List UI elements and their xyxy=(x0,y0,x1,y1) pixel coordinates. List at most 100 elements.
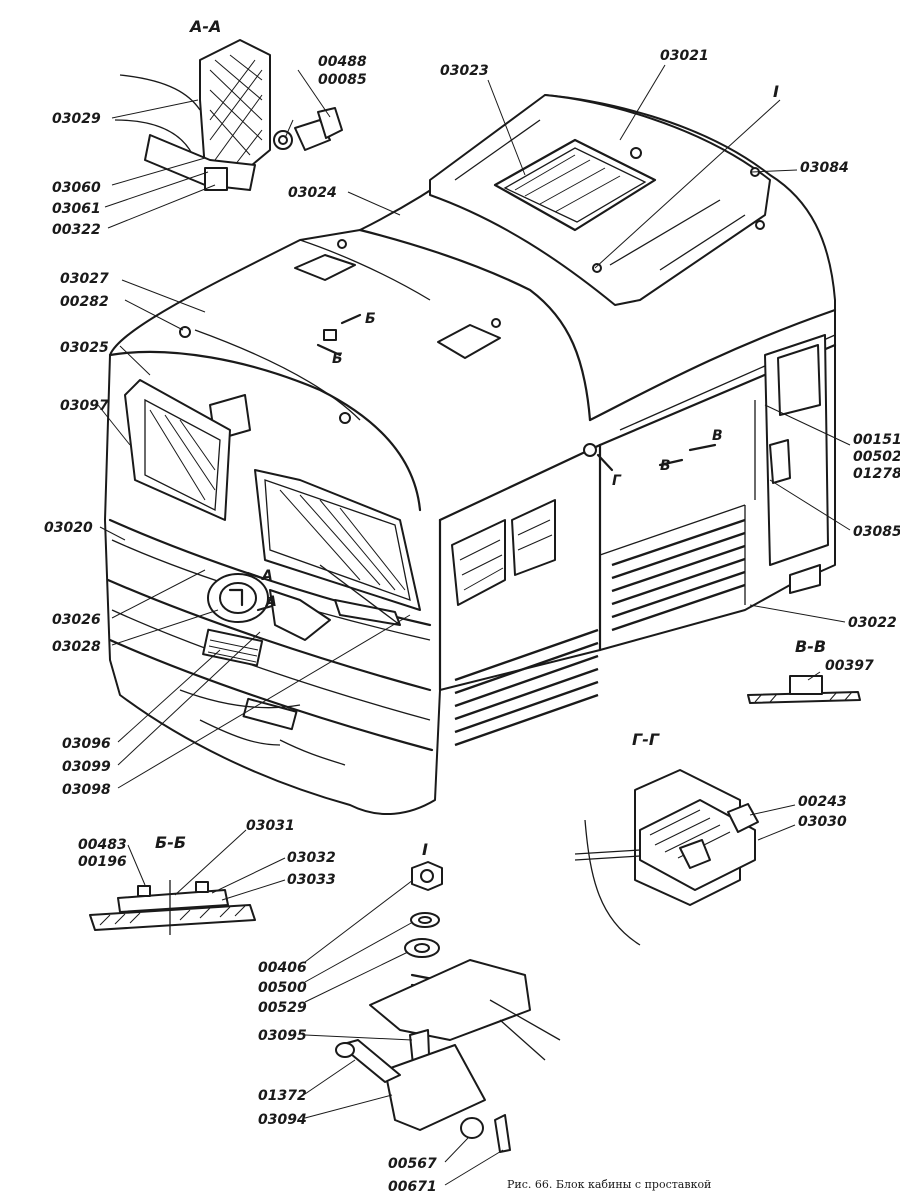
front-band-2 xyxy=(106,578,432,692)
detail-i-title: I xyxy=(422,840,428,859)
front-roof-lip xyxy=(108,350,422,512)
label-03032: 03032 xyxy=(287,850,336,866)
label-00671: 00671 xyxy=(388,1179,437,1195)
label-03028: 03028 xyxy=(52,639,101,655)
label-03097: 03097 xyxy=(60,398,109,414)
i-cotter-pin xyxy=(494,1114,511,1153)
side-front-edge xyxy=(438,443,602,522)
label-03085: 03085 xyxy=(853,524,900,540)
figure-caption: Рис. 66. Блок кабины с проставкой xyxy=(507,1178,711,1191)
aa-cut-line xyxy=(246,571,264,580)
front-band-sub-2 xyxy=(111,609,431,721)
roof-side-edge xyxy=(588,308,837,422)
section-bb-detail xyxy=(89,880,256,935)
detail-i xyxy=(335,861,561,1153)
bb-rivet-2 xyxy=(195,881,209,893)
front-handrail-2 xyxy=(199,719,281,746)
i-frame-edge xyxy=(489,999,561,1041)
roof-vent-1 xyxy=(294,254,356,281)
roof-vent-2 xyxy=(437,324,501,359)
headlight-mark xyxy=(228,588,244,607)
roof-seam xyxy=(299,239,431,301)
label-00483: 00483 xyxy=(78,837,127,853)
label-03099: 03099 xyxy=(62,759,111,775)
aa-bolt-shank xyxy=(294,119,331,151)
lower-grille xyxy=(242,697,298,731)
side-window-1 xyxy=(451,519,506,606)
hatch-bolt-3 xyxy=(592,263,602,273)
section-gg-detail xyxy=(574,769,759,946)
bb-rivet-1 xyxy=(137,885,151,897)
hatch-shading xyxy=(514,154,621,213)
label-03060: 03060 xyxy=(52,180,101,196)
hatch-rib-2 xyxy=(609,199,721,266)
roof-hatch xyxy=(429,94,771,306)
label-03026: 03026 xyxy=(52,612,101,628)
gg-bolt-head-2 xyxy=(679,839,711,869)
aa-glass-hatch xyxy=(209,54,263,166)
i-bracket xyxy=(384,1044,486,1131)
vv-cut-line-2 xyxy=(658,458,684,467)
vv-cut-line xyxy=(688,443,717,452)
label-00151: 00151 xyxy=(853,432,900,448)
gg-plate-line-2 xyxy=(574,849,641,855)
section-vv-title: В-В xyxy=(795,637,826,656)
i-washer-2-hole xyxy=(414,943,430,953)
side-louvres-lower xyxy=(454,628,599,747)
hatch-bolt-2 xyxy=(755,220,765,230)
gg-cut-line xyxy=(596,453,614,472)
label-03027: 03027 xyxy=(60,271,109,287)
label-03021: 03021 xyxy=(660,48,709,64)
bb-hatch xyxy=(99,905,246,926)
gg-plate-line xyxy=(574,855,641,861)
label-00085: 00085 xyxy=(318,72,367,88)
section-bb-title: Б-Б xyxy=(155,833,186,852)
marker-a2: А xyxy=(265,594,277,610)
bb-cover-strip xyxy=(117,889,229,913)
marker-b1: Б xyxy=(365,311,376,327)
aa-bolt-head xyxy=(317,107,343,139)
label-03024: 03024 xyxy=(288,185,337,201)
label-03023: 03023 xyxy=(440,63,489,79)
front-handrail-3 xyxy=(279,739,346,766)
side-window-2 xyxy=(511,499,556,576)
label-00397: 00397 xyxy=(825,658,874,674)
i-pin-head xyxy=(335,1042,355,1058)
side-louvres-upper xyxy=(611,518,746,632)
label-03033: 03033 xyxy=(287,872,336,888)
label-00243: 00243 xyxy=(798,794,847,810)
label-03022: 03022 xyxy=(848,615,897,631)
marker-v1: В xyxy=(712,428,723,444)
bb-cut-line xyxy=(316,343,342,357)
roof-bolt xyxy=(179,326,191,338)
marker-i-top: I xyxy=(773,82,779,101)
marker-v2: В xyxy=(660,458,671,474)
label-00322: 00322 xyxy=(52,222,101,238)
i-washer-1-hole xyxy=(418,916,432,924)
roof-front-edge xyxy=(358,228,592,422)
label-01278: 01278 xyxy=(853,466,900,482)
bb-base-plate xyxy=(89,904,256,931)
aa-cut-line-2 xyxy=(256,604,274,612)
front-window-hatching xyxy=(149,409,406,591)
roof-bolt-2 xyxy=(339,412,351,424)
section-vv-detail xyxy=(747,675,861,704)
label-00406: 00406 xyxy=(258,960,307,976)
headlight-lens xyxy=(219,582,257,614)
aa-body-curve xyxy=(119,74,201,111)
label-00502: 00502 xyxy=(853,449,900,465)
label-03094: 03094 xyxy=(258,1112,307,1128)
roof-bolt-4 xyxy=(491,318,501,328)
front-band-3 xyxy=(108,638,434,752)
label-00196: 00196 xyxy=(78,854,127,870)
vv-hatch xyxy=(754,691,853,703)
roof-bolt-3 xyxy=(337,239,347,249)
label-01372: 01372 xyxy=(258,1088,307,1104)
i-washer-3 xyxy=(460,1117,484,1139)
side-window-hatching xyxy=(459,519,553,591)
label-00488: 00488 xyxy=(318,54,367,70)
door-handle xyxy=(769,439,791,484)
label-03095: 03095 xyxy=(258,1028,307,1044)
label-00529: 00529 xyxy=(258,1000,307,1016)
wiper-arm xyxy=(319,564,401,626)
